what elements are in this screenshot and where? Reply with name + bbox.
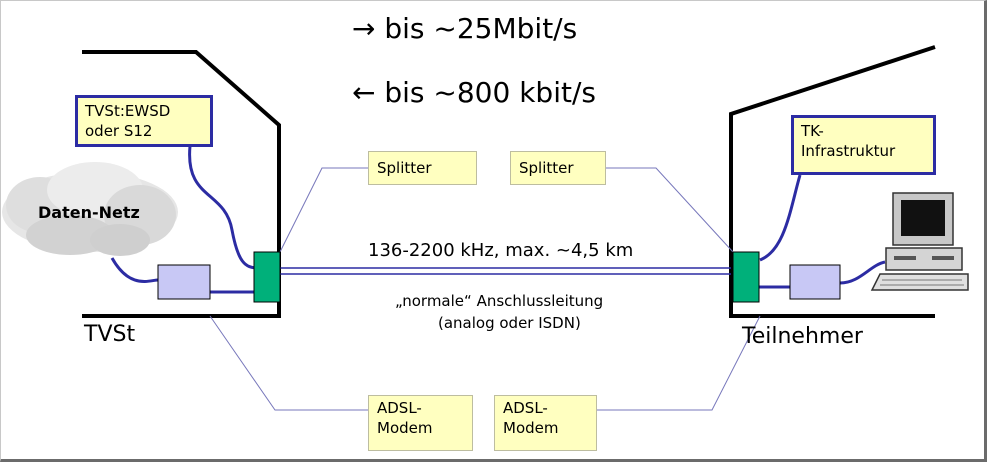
left-modem <box>157 264 211 300</box>
switch-box-line-2: oder S12 <box>85 122 153 140</box>
right-splitter-text: Splitter <box>519 159 574 177</box>
tk-box-line-1: TK- <box>801 122 824 140</box>
right-splitter <box>732 251 760 303</box>
downstream-rate: → bis ~25Mbit/s <box>352 12 578 45</box>
line-frequency-label: 136-2200 kHz, max. ~4,5 km <box>368 240 634 261</box>
left-splitter <box>253 251 281 303</box>
line-type-label: „normale“ Anschlussleitung <box>395 292 604 310</box>
subscriber-building <box>729 45 936 318</box>
left-splitter-label: Splitter <box>368 151 477 185</box>
switch-box-line-1: TVSt:EWSD <box>85 102 171 120</box>
wire-modem-to-pc <box>839 260 886 285</box>
upstream-rate: ← bis ~800 kbit/s <box>352 76 596 109</box>
computer-icon <box>870 192 969 291</box>
wire-switch-to-splitter <box>188 145 259 270</box>
cloud-label: Daten-Netz <box>38 203 140 222</box>
left-modem-line-2: Modem <box>377 419 433 437</box>
callout-lines <box>209 167 761 411</box>
subscriber-label: Teilnehmer <box>742 324 863 349</box>
right-modem <box>789 264 841 300</box>
right-splitter-label: Splitter <box>510 151 606 185</box>
tk-infrastructure-box: TK- Infrastruktur <box>791 115 936 175</box>
right-modem-line-1: ADSL- <box>503 399 548 417</box>
line-type-detail: (analog oder ISDN) <box>438 314 581 332</box>
left-modem-line-1: ADSL- <box>377 399 422 417</box>
wire-tk-to-splitter <box>759 174 802 262</box>
exchange-switch-box: TVSt:EWSD oder S12 <box>75 95 213 147</box>
tk-box-line-2: Infrastruktur <box>801 142 896 160</box>
right-modem-label: ADSL- Modem <box>494 395 597 451</box>
data-network-cloud <box>2 162 178 256</box>
exchange-building <box>82 50 281 318</box>
wire-cloud-to-modem <box>110 257 159 283</box>
right-modem-line-2: Modem <box>503 419 559 437</box>
left-modem-label: ADSL- Modem <box>368 395 473 451</box>
left-splitter-text: Splitter <box>377 159 432 177</box>
exchange-label: TVSt <box>84 322 136 347</box>
